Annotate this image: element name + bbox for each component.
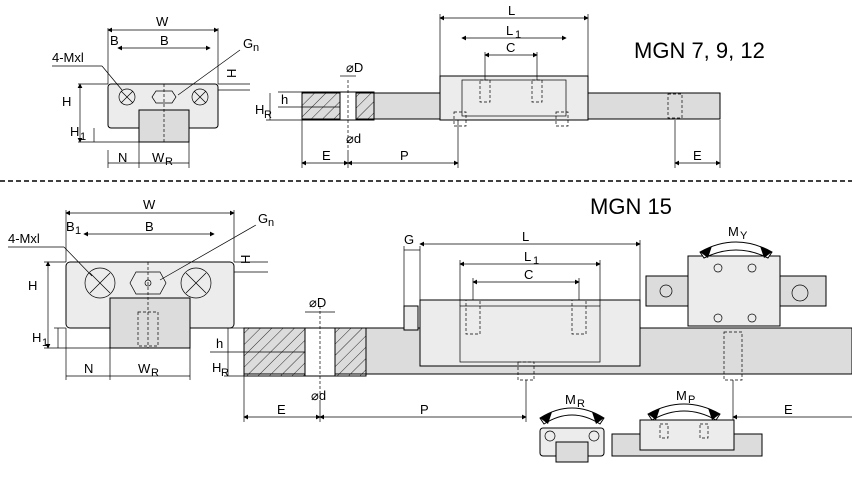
bottom-dim-HR-sub: R <box>221 367 229 379</box>
bottom-dim-L1: L <box>524 249 531 264</box>
top-dim-E-left: E <box>322 148 331 163</box>
bottom-title: MGN 15 <box>590 194 672 219</box>
bottom-dim-B: B <box>145 219 154 234</box>
bottom-dim-WR-sub: R <box>151 367 159 379</box>
top-dim-d: ⌀d <box>346 131 361 146</box>
top-dim-L: L <box>508 3 515 18</box>
bottom-dim-E-left: E <box>277 402 286 417</box>
top-dim-C: C <box>506 40 515 55</box>
bottom-dim-H1-sub: 1 <box>42 337 48 349</box>
top-dim-D: ⌀D <box>346 60 363 75</box>
bottom-dim-P: P <box>420 402 429 417</box>
bottom-dim-G: G <box>404 232 414 247</box>
top-dim-HR: H <box>255 102 264 117</box>
top-title: MGN 7, 9, 12 <box>634 38 765 63</box>
bottom-dim-H: H <box>28 278 37 293</box>
moment-MR-sub: R <box>577 398 585 410</box>
bottom-dim-Gn-sub: n <box>268 217 274 229</box>
bottom-section: MGN 15 W B B 1 4-Mxl G n H H <box>8 194 852 463</box>
bottom-dim-WR: W <box>138 361 151 376</box>
moment-MY-label: M <box>728 224 739 239</box>
bottom-dim-N: N <box>84 361 93 376</box>
moment-MR-label: M <box>565 392 576 407</box>
top-mounting-label: 4-Mxl <box>52 50 84 65</box>
bottom-dim-L: L <box>522 229 529 244</box>
top-dim-Gn: G <box>243 36 253 51</box>
bottom-dim-HR: H <box>212 360 221 375</box>
top-dim-HR-sub: R <box>264 109 272 121</box>
top-dim-B1: B <box>110 33 119 48</box>
top-dim-B: B <box>160 33 169 48</box>
top-dim-Gn-sub: n <box>253 42 259 54</box>
top-dim-P: P <box>400 148 409 163</box>
top-dim-E-right: E <box>693 148 702 163</box>
top-section: MGN 7, 9, 12 W B B 4-Mxl G n H H H <box>52 3 765 168</box>
moment-MY-view: M Y <box>645 224 827 327</box>
moment-MR-view: M R <box>539 392 605 463</box>
top-side-view: L L 1 C ⌀D ⌀d h H R E P E <box>255 3 721 168</box>
top-dim-WR-sub: R <box>165 156 173 168</box>
bottom-dim-B1: B <box>66 219 75 234</box>
top-dim-h: h <box>281 92 288 107</box>
bottom-mounting-label: 4-Mxl <box>8 231 40 246</box>
moment-MP-label: M <box>676 388 687 403</box>
top-cross-section: W B B 4-Mxl G n H H H 1 N W R <box>52 14 259 168</box>
top-dim-H1: H <box>70 124 79 139</box>
moment-MY-sub: Y <box>740 230 748 242</box>
moment-MP-view: M P <box>611 388 763 457</box>
bottom-dim-H1: H <box>32 330 41 345</box>
moment-MP-sub: P <box>688 394 695 406</box>
bottom-dim-Gn: G <box>258 211 268 226</box>
bottom-dim-d: ⌀d <box>311 388 326 403</box>
bottom-dim-W: W <box>143 197 156 212</box>
bottom-dim-B1-sub: 1 <box>75 225 81 237</box>
bottom-dim-H2: H <box>238 255 253 264</box>
top-dim-N: N <box>118 150 127 165</box>
bottom-dim-h: h <box>216 336 223 351</box>
bottom-cross-section: W B B 1 4-Mxl G n H H H 1 N W R <box>8 197 274 380</box>
bottom-dim-L1-sub: 1 <box>533 255 539 267</box>
top-dim-WR: W <box>152 150 165 165</box>
bottom-dim-E-right: E <box>784 402 793 417</box>
top-dim-L1: L <box>506 23 513 38</box>
top-dim-H1-sub: 1 <box>80 131 86 143</box>
bottom-side-view: G L L 1 C ⌀D ⌀d h H R E P E <box>210 229 852 422</box>
top-dim-H: H <box>62 94 71 109</box>
bottom-dim-D: ⌀D <box>309 295 326 310</box>
top-dim-W: W <box>156 14 169 29</box>
bottom-dim-C: C <box>524 267 533 282</box>
top-dim-H2: H <box>224 69 239 78</box>
top-dim-L1-sub: 1 <box>515 29 521 41</box>
